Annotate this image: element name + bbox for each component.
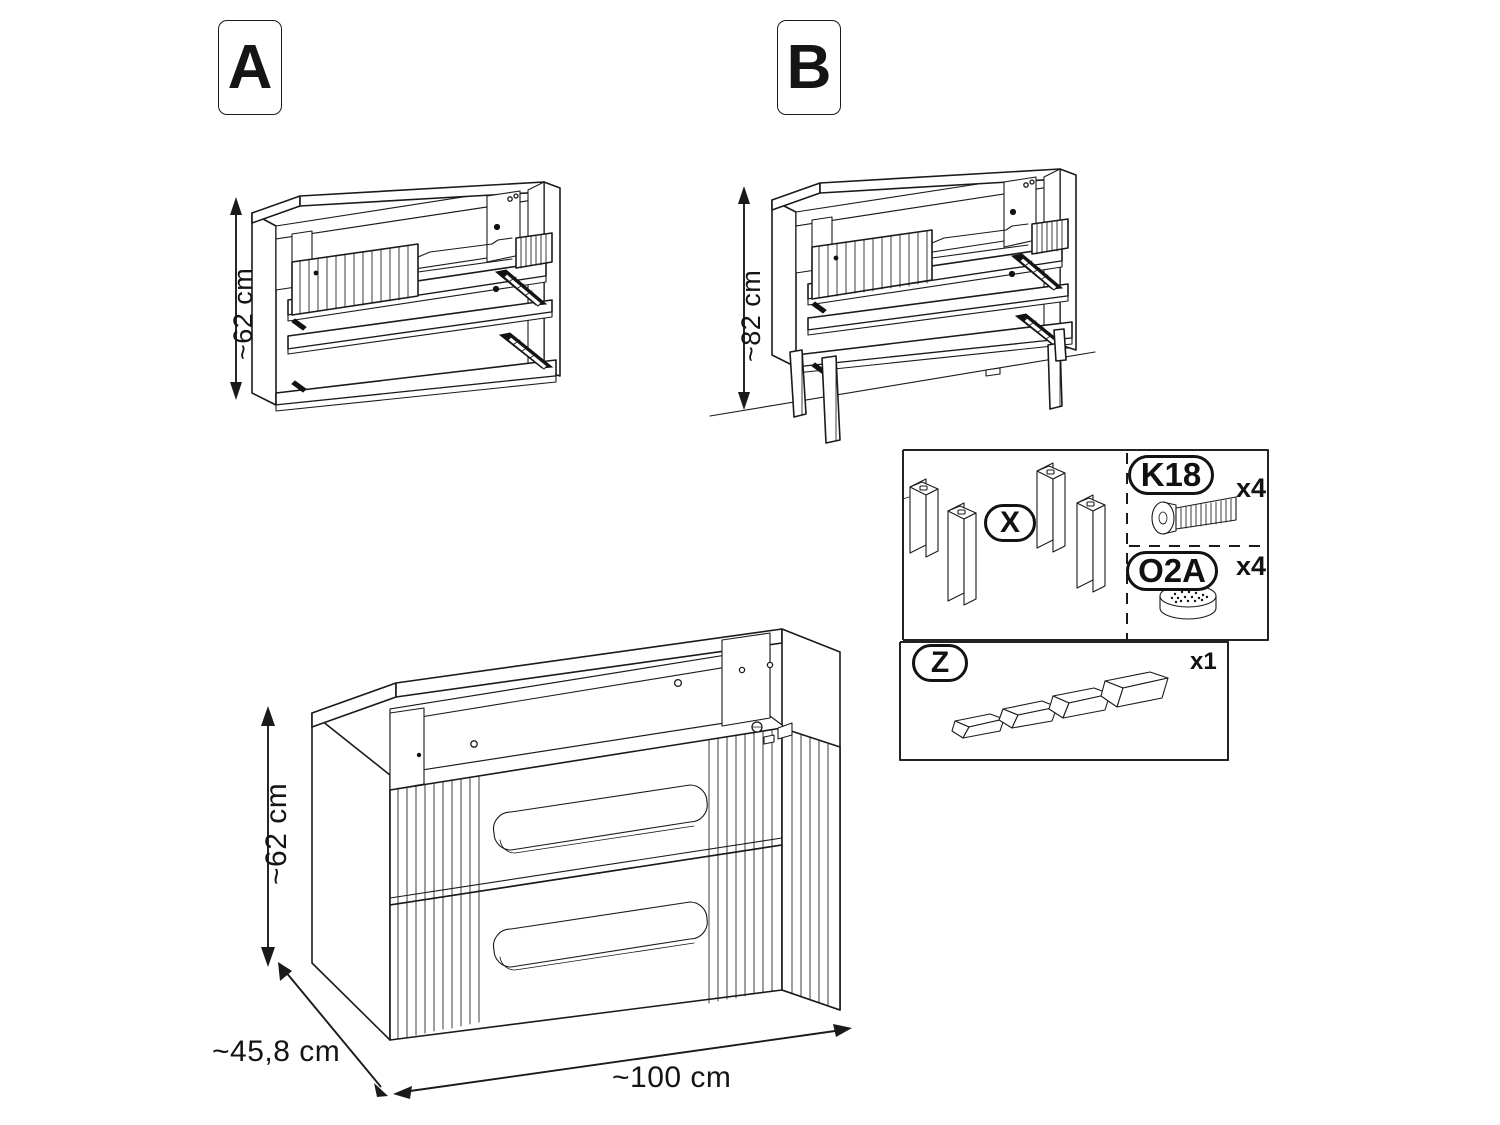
flute-lines-main-right (708, 729, 829, 1007)
part-code-x-label: X (999, 506, 1020, 539)
part-code-o2a-label: O2A (1138, 552, 1206, 589)
cabinet-legs-b (789, 328, 1067, 444)
main-depth-dimension (278, 962, 388, 1097)
step-b-height-label: ~82 cm (736, 269, 766, 362)
part-k18-screw-icon (1151, 496, 1237, 535)
step-badge-a-letter: A (227, 32, 273, 102)
drawer-runner-lower-a (498, 332, 554, 370)
drawer-runner-upper-a (494, 269, 548, 307)
flute-lines-a-right (520, 233, 547, 269)
main-height-label: ~62 cm (260, 782, 293, 885)
flute-lines-b-right (1036, 219, 1063, 255)
part-code-z-label: Z (930, 646, 950, 679)
flute-lines-a-left (299, 245, 409, 315)
step-a-dimension-arrow (230, 197, 242, 400)
handle-groove-bottom (492, 901, 708, 971)
drawer-runner-upper-b (1010, 253, 1064, 291)
part-z-wedge-icons (951, 671, 1169, 739)
step-b-drawing (709, 168, 1096, 444)
part-code-o2a: O2A (1126, 551, 1218, 591)
main-width-dimension (393, 1024, 852, 1099)
handle-groove-top (492, 784, 708, 854)
part-code-k18: K18 (1128, 455, 1214, 495)
part-k18-quantity: x4 (1236, 473, 1267, 503)
main-height-dimension (261, 706, 275, 967)
part-z-quantity: x1 (1190, 648, 1217, 675)
flute-lines-main-left (397, 775, 480, 1040)
main-cabinet-drawing (261, 628, 852, 1099)
main-depth-label: ~45,8 cm (212, 1035, 341, 1068)
part-x-leg-icons (902, 462, 1106, 606)
part-code-z: Z (912, 644, 968, 682)
step-a-drawing (230, 181, 561, 412)
flute-lines-b-left (818, 230, 928, 299)
step-badge-b: B (777, 20, 841, 115)
step-badge-a: A (218, 20, 282, 115)
main-width-label: ~100 cm (612, 1061, 732, 1094)
part-o2a-quantity: x4 (1236, 551, 1267, 581)
step-a-height-label: ~62 cm (228, 267, 258, 360)
part-code-x: X (984, 504, 1036, 542)
step-b-dimension-arrow (738, 186, 750, 410)
step-badge-b-letter: B (786, 32, 832, 102)
part-code-k18-label: K18 (1140, 456, 1202, 493)
